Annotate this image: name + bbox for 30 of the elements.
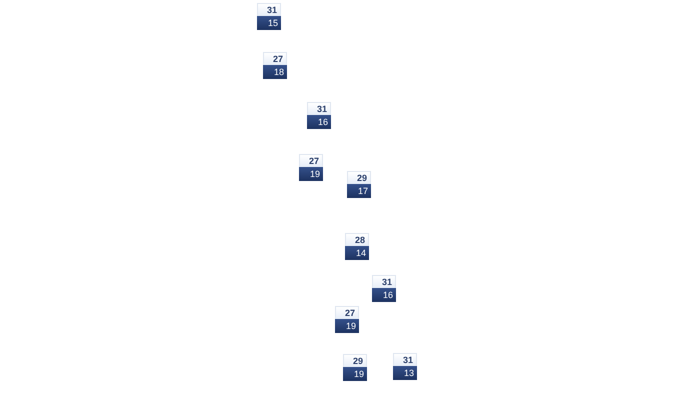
lower-number: 19 <box>343 367 367 381</box>
upper-number: 27 <box>299 154 323 167</box>
lower-number: 19 <box>299 167 323 181</box>
number-tag <box>257 3 281 30</box>
number-tag <box>347 171 371 198</box>
lower-number: 18 <box>263 65 287 79</box>
upper-number: 28 <box>345 233 369 246</box>
lower-number: 16 <box>307 115 331 129</box>
lower-number: 15 <box>257 16 281 30</box>
number-tag <box>343 354 367 381</box>
number-tag <box>335 306 359 333</box>
number-tag <box>345 233 369 260</box>
lower-number: 14 <box>345 246 369 260</box>
number-tag <box>263 52 287 79</box>
lower-number: 16 <box>372 288 396 302</box>
lower-number: 17 <box>347 184 371 198</box>
upper-number: 27 <box>335 306 359 319</box>
upper-number: 29 <box>343 354 367 367</box>
number-tag <box>372 275 396 302</box>
upper-number: 31 <box>393 353 417 366</box>
upper-number: 31 <box>372 275 396 288</box>
number-tag <box>393 353 417 380</box>
number-tag <box>299 154 323 181</box>
lower-number: 19 <box>335 319 359 333</box>
upper-number: 29 <box>347 171 371 184</box>
upper-number: 31 <box>307 102 331 115</box>
number-tag <box>307 102 331 129</box>
lower-number: 13 <box>393 366 417 380</box>
upper-number: 27 <box>263 52 287 65</box>
upper-number: 31 <box>257 3 281 16</box>
